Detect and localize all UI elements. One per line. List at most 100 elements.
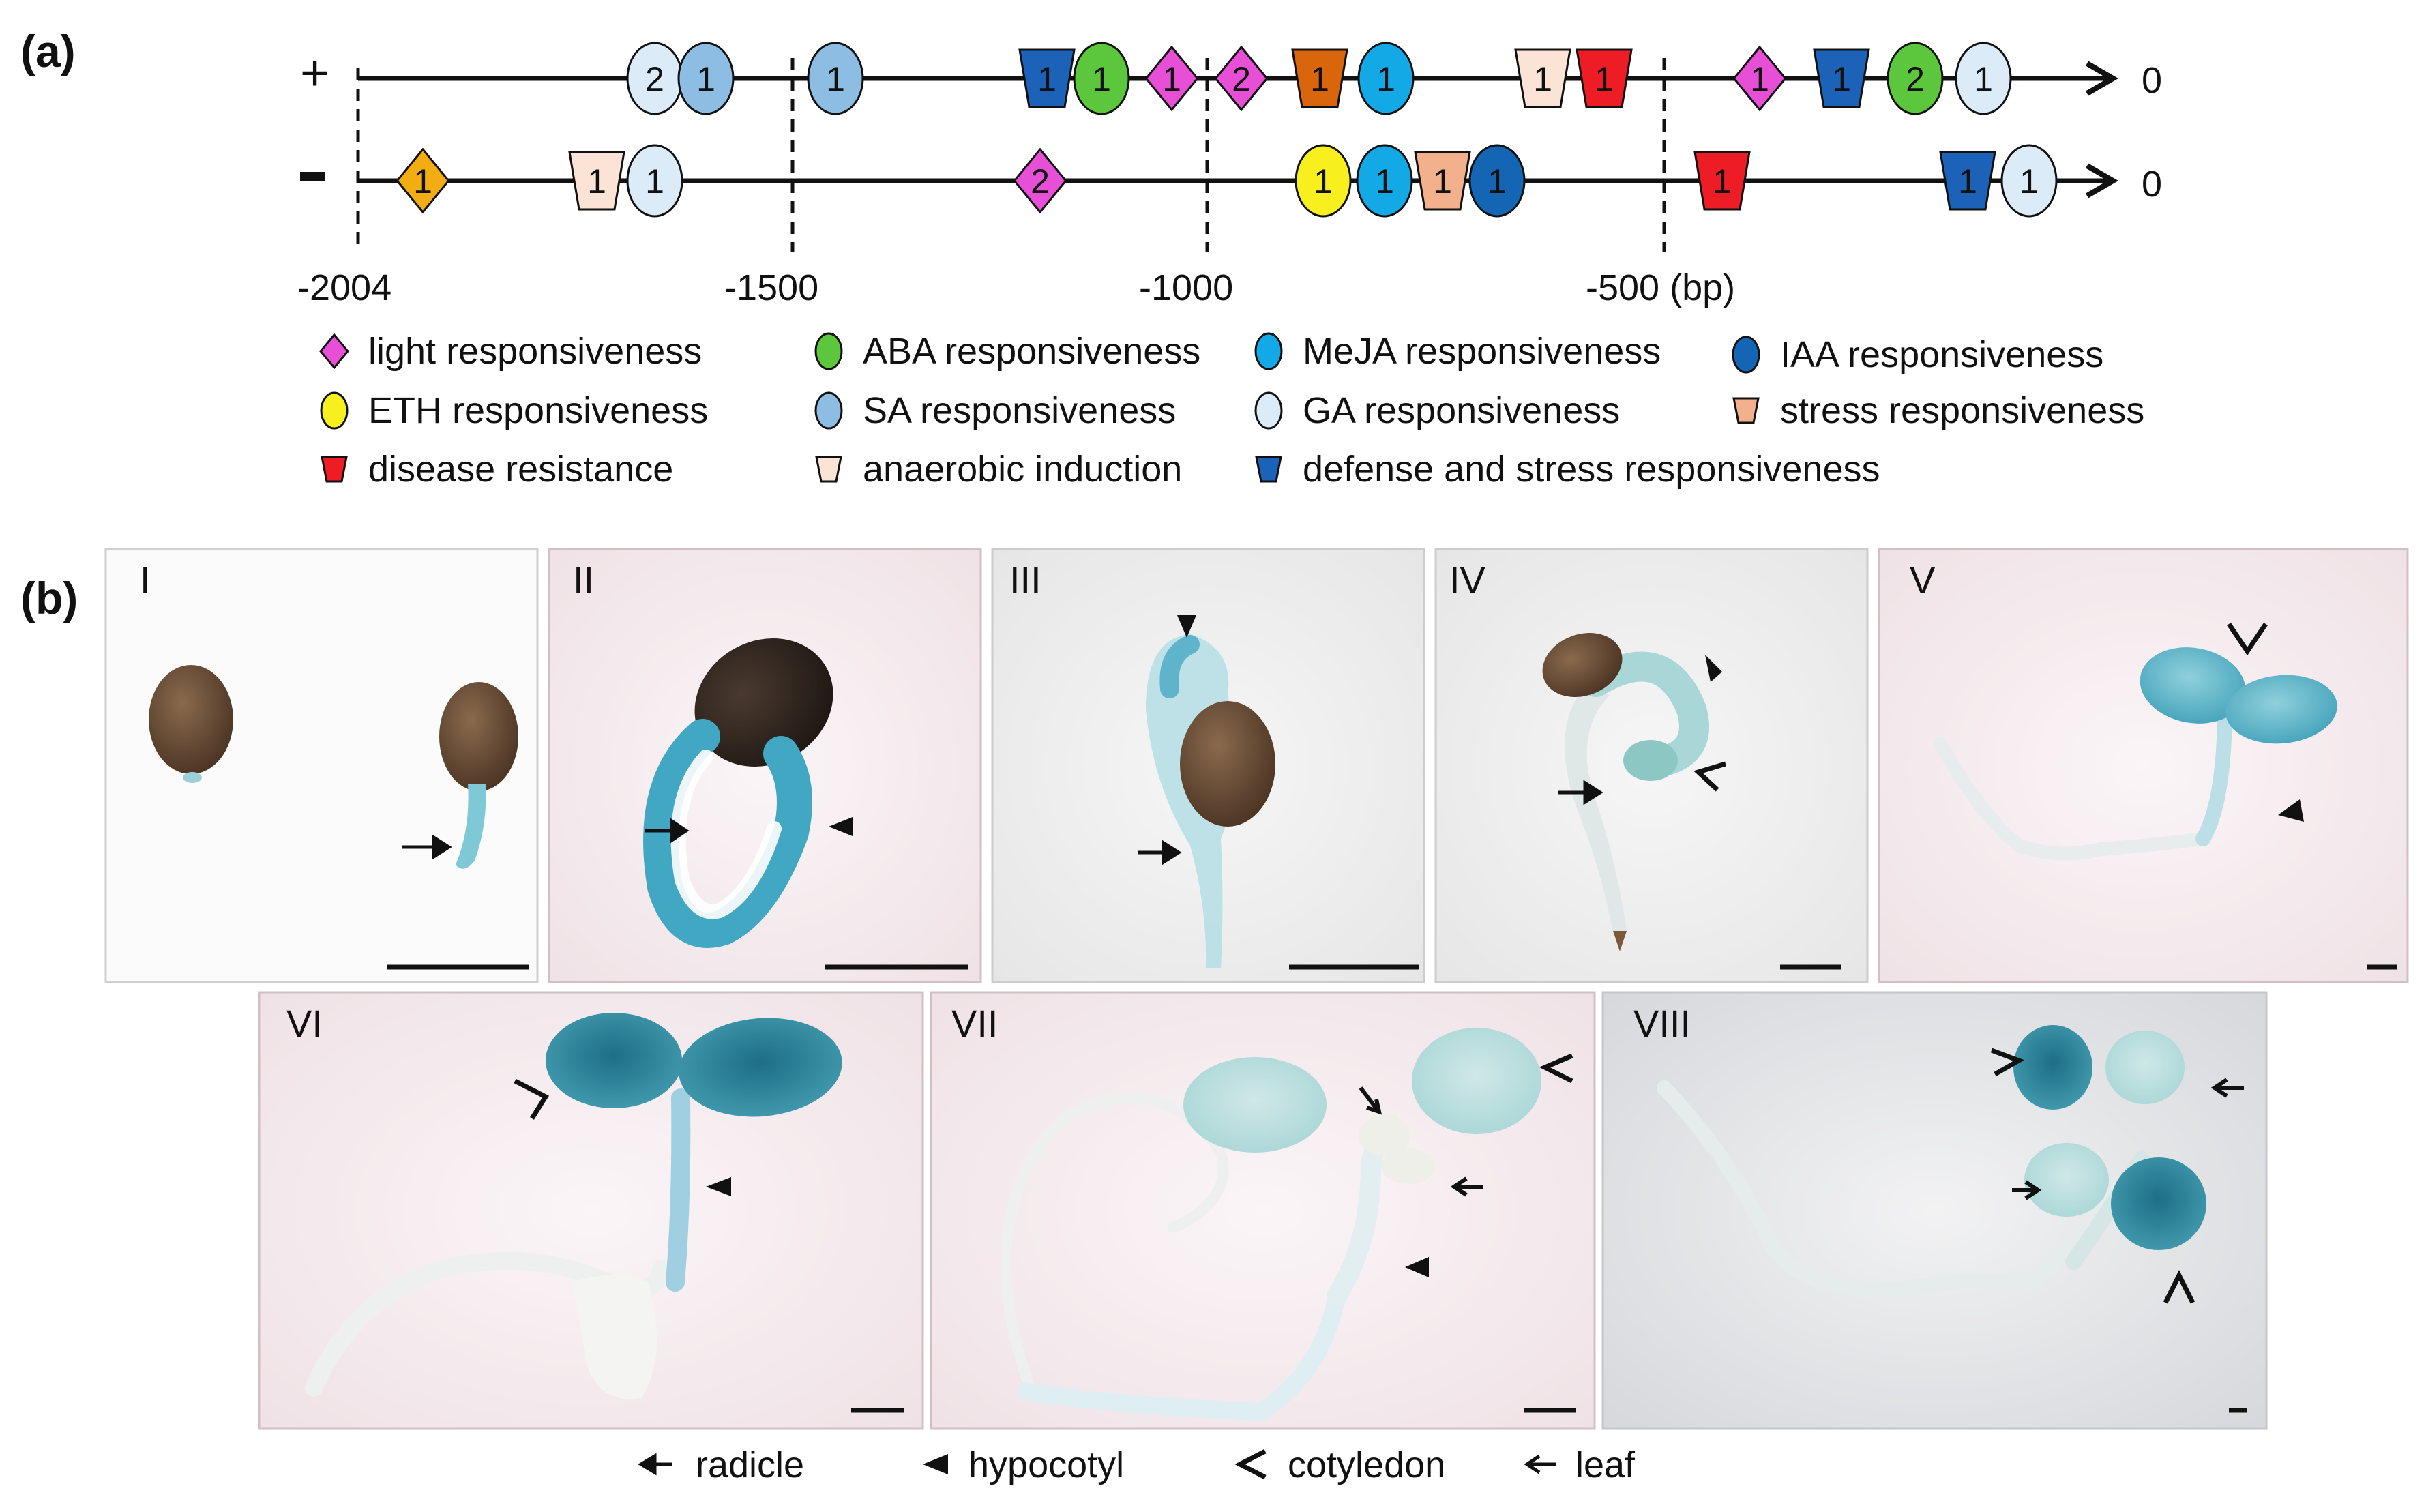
legend-swatch [1732, 336, 1760, 374]
strand-minus-label [300, 172, 325, 181]
cis-element-count: 1 [1037, 60, 1056, 98]
radicle-arrow-icon [638, 1453, 672, 1476]
panel-numeral-IV: IV [1449, 559, 1486, 602]
cotyledon-left [546, 1013, 682, 1108]
true-leaf [2111, 1157, 2206, 1250]
cis-element-count: 1 [1376, 60, 1395, 98]
cis-element-anaerobic: 1 [1514, 48, 1571, 108]
legend-swatch [814, 332, 843, 370]
cis-element-count: 1 [2020, 162, 2039, 201]
legend-item-anaerobic: anaerobic induction [815, 449, 1182, 490]
legend-label: stress responsiveness [1780, 390, 2144, 431]
legend-swatch [1254, 332, 1283, 370]
hypocotyl-loop [643, 719, 812, 948]
panel-numeral-VI: VI [286, 1002, 323, 1045]
tick-label-1500: -1500 [724, 267, 818, 308]
cis-element-count: 1 [413, 162, 432, 201]
seed-coat [694, 638, 833, 767]
cis-element-count: 1 [645, 162, 664, 201]
cis-element-count: 1 [1488, 162, 1507, 201]
cotyledon-right [679, 1018, 842, 1117]
root [1657, 1080, 2129, 1298]
legend-item-ga: GA responsiveness [1254, 390, 1620, 431]
legend-swatch [319, 333, 349, 370]
legend-item-sa: SA responsiveness [814, 390, 1176, 431]
cis-element-light: 2 [1013, 147, 1067, 214]
plus-strand-arrowhead [2085, 61, 2118, 96]
radicle-arrow-icon [1138, 840, 1182, 865]
cis-element-count: 1 [1310, 60, 1329, 98]
photo-panel-IV: IV [1434, 548, 1869, 983]
hypocotyl-arrowhead-icon [1705, 655, 1722, 682]
hypocotyl [666, 1088, 691, 1292]
hypocotyl-hook [1581, 651, 1709, 779]
cis-element-stress: 1 [1414, 151, 1471, 211]
arrow-legend-label: radicle [696, 1444, 804, 1485]
cis-element-eth: 1 [1295, 144, 1352, 218]
photo-panel-VII: VII [930, 991, 1596, 1430]
legend-item-light: light responsiveness [319, 331, 702, 372]
cis-element-count: 2 [1232, 60, 1251, 98]
cis-element-light: 1 [1732, 45, 1787, 112]
seed-coat [1542, 632, 1623, 698]
legend-swatch [320, 391, 349, 430]
legend-item-disease: disease resistance [321, 449, 673, 490]
legend-label: disease resistance [368, 449, 673, 490]
panel-numeral-I: I [140, 559, 151, 602]
cis-element-count: 1 [1832, 60, 1851, 98]
cotyledon [2105, 1031, 2185, 1104]
cis-element-count: 1 [696, 60, 715, 98]
photo-panel-V: V [1878, 548, 2409, 983]
cis-element-ga: 1 [2000, 144, 2058, 218]
cis-element-count: 1 [1750, 60, 1769, 98]
photo-panel-I: I [104, 548, 539, 983]
panel-numeral-V: V [1910, 559, 1936, 602]
panel-numeral-VII: VII [951, 1002, 998, 1045]
minus-strand-arrowhead [2085, 163, 2118, 198]
true-leaf [1359, 1115, 1410, 1156]
panel-b-label: (b) [20, 573, 78, 623]
panel-numeral-VIII: VIII [1633, 1002, 1691, 1045]
legend-swatch [1254, 391, 1283, 430]
cotyledon-chevron-icon [1990, 1048, 2025, 1077]
panel-numeral-III: III [1009, 559, 1041, 602]
cis-element-count: 2 [1031, 162, 1050, 201]
cis-element-count: 1 [1533, 60, 1552, 98]
cis-element-ga: 2 [626, 42, 683, 115]
legend-item-eth: ETH responsiveness [320, 390, 708, 431]
cis-element-meja: 1 [1357, 42, 1415, 115]
cis-element-disease: 1 [1693, 151, 1751, 211]
legend-label: ETH responsiveness [368, 390, 708, 431]
cis-element-count: 2 [1906, 60, 1925, 98]
hypocotyl-arrowhead-icon [2278, 799, 2304, 822]
cis-element-count: 1 [1092, 60, 1111, 98]
cotyledon-chevron-icon [1693, 761, 1727, 792]
seed-coat [1180, 701, 1275, 827]
legend-swatch [1255, 456, 1282, 483]
tick-label-500: -500 (bp) [1586, 267, 1735, 308]
cis-element-count: 1 [1314, 162, 1333, 201]
hypocotyl-arrowhead-icon [1177, 615, 1196, 638]
cis-element-eth-orange: 1 [396, 147, 450, 214]
root [1000, 1092, 1229, 1393]
legend-label: light responsiveness [368, 331, 702, 372]
arrow-legend: radicle hypocotyl cotyledon leaf [638, 1444, 1636, 1485]
hypocotyl-arrowhead-icon [923, 1454, 948, 1474]
panel-b: (b) I II III [20, 548, 2409, 1485]
cis-element-count: 1 [1974, 60, 1993, 98]
arrow-legend-label: cotyledon [1288, 1444, 1445, 1485]
cis-element-light: 2 [1214, 45, 1269, 112]
leaf-arrow-icon [2210, 1078, 2244, 1098]
cotyledon-chevron-icon [514, 1078, 549, 1120]
cis-element-count: 1 [1375, 162, 1394, 201]
tick-label-1000: -1000 [1139, 267, 1233, 308]
cis-element-sa: 1 [677, 42, 735, 115]
cis-element-count: 1 [1595, 60, 1614, 98]
legend-swatch [321, 456, 348, 483]
panel-numeral-II: II [573, 559, 594, 602]
cis-element-sa: 1 [807, 42, 864, 115]
